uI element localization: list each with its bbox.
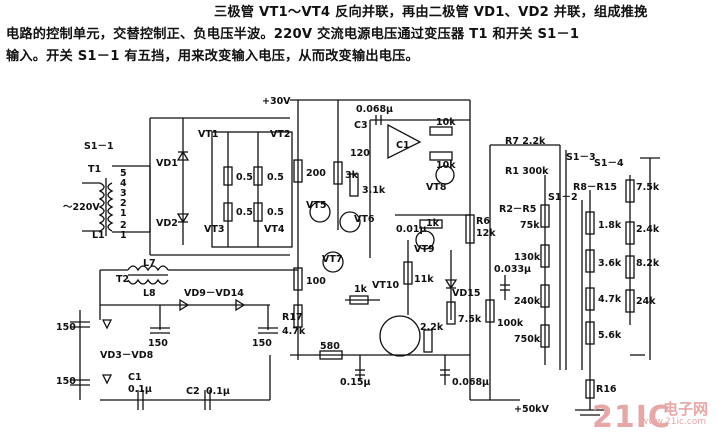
label-vt5: VT5 xyxy=(306,200,326,211)
t1-tap-label: 1 xyxy=(120,230,127,241)
label-240k: 240k xyxy=(514,296,541,307)
label-r200: 200 xyxy=(306,168,326,179)
label-r05d: 0.5 xyxy=(267,207,284,218)
description-paragraph: 三极管 VT1～VT4 反向并联，再由二极管 VD1、VD2 并联，组成推挽 电… xyxy=(6,2,712,68)
label-r8-r15: R8－R15 xyxy=(573,182,617,193)
label-s1-1: S1－1 xyxy=(84,141,114,152)
label-s4-2-4k: 2.4k xyxy=(636,224,660,235)
label-r580: 580 xyxy=(320,341,340,352)
label-r17: R17 xyxy=(282,312,303,323)
label-vt7: VT7 xyxy=(322,254,342,265)
label-r100: 100 xyxy=(306,276,326,287)
label-r1: R1 300k xyxy=(505,166,549,177)
label-c2: C2 xyxy=(186,386,200,397)
watermark-logo: 21IC 电子网 www.21ic.com xyxy=(592,400,712,440)
label-c1v: 0.1μ xyxy=(128,384,152,395)
label-vd2: VD2 xyxy=(156,218,178,229)
label-l1: L1 xyxy=(92,230,105,241)
label-130k: 130k xyxy=(514,252,541,263)
label-c3: C3 xyxy=(354,120,368,131)
label-cap150d: 150 xyxy=(56,376,76,387)
label-r4-7kb: 4.7k xyxy=(598,294,622,305)
label-r3k: 3k xyxy=(345,170,359,181)
label-r7-5k: 7.5k xyxy=(458,314,482,325)
label-c0033: 0.033μ xyxy=(494,264,531,275)
label-r05a: 0.5 xyxy=(236,172,253,183)
t1-tap-label: 4 xyxy=(120,178,127,189)
label-plus30v: +30V xyxy=(262,96,291,107)
label-vt2: VT2 xyxy=(270,129,290,140)
label-l8: L8 xyxy=(143,288,156,299)
label-r2-2k: 2.2k xyxy=(420,322,444,333)
label-r4-7k: 4.7k xyxy=(282,326,306,337)
label-r100k: 100k xyxy=(497,318,524,329)
label-vt6: VT6 xyxy=(354,214,375,225)
label-r05b: 0.5 xyxy=(236,207,253,218)
label-c0068b: 0.068μ xyxy=(452,377,489,388)
label-r5-6k: 5.6k xyxy=(598,330,622,341)
label-s4-7-5k: 7.5k xyxy=(636,182,660,193)
watermark-url: www.21ic.com xyxy=(640,417,706,427)
label-r1-8k: 1.8k xyxy=(598,220,622,231)
label-s4-8-2k: 8.2k xyxy=(636,258,660,269)
t1-tap-label: 3 xyxy=(120,188,127,199)
description-line-1: 三极管 VT1～VT4 反向并联，再由二极管 VD1、VD2 并联，组成推挽 xyxy=(214,5,648,20)
label-r12k: 12k xyxy=(476,228,496,239)
description-line-3: 输入。开关 S1－1 有五挡，用来改变输入电压，从而改变输出电压。 xyxy=(6,49,419,64)
label-vd15: VD15 xyxy=(452,288,480,299)
label-vd1: VD1 xyxy=(156,158,178,169)
t1-tap-label: 5 xyxy=(120,168,127,179)
label-vt8: VT8 xyxy=(426,182,447,193)
t1-tap-label: 2 xyxy=(120,220,127,231)
label-cap150a: 150 xyxy=(56,322,76,333)
label-r3-6k: 3.6k xyxy=(598,258,622,269)
watermark-cn: 电子网 xyxy=(662,400,708,418)
label-750k: 750k xyxy=(514,334,541,345)
label-c120: 120 xyxy=(350,148,370,159)
label-c0068: 0.068μ xyxy=(356,104,393,115)
label-r1k-a: 1k xyxy=(426,218,440,229)
label-vt9: VT9 xyxy=(414,244,434,255)
label-c001: 0.01μ xyxy=(396,224,426,235)
watermark-brand: 21IC xyxy=(592,400,671,435)
label-r05c: 0.5 xyxy=(267,172,284,183)
label-vt1: VT1 xyxy=(198,129,218,140)
label-r2-r5: R2－R5 xyxy=(499,204,536,215)
label-vt10: VT10 xyxy=(372,280,399,291)
label-r10k-b: 10k xyxy=(436,160,456,171)
label-r11k: 11k xyxy=(414,274,434,285)
label-r7: R7 2.2k xyxy=(505,136,546,147)
label-cap150c: 150 xyxy=(252,338,272,349)
label-t2: T2 xyxy=(116,274,129,285)
label-t1: T1 xyxy=(88,164,101,175)
label-l7: L7 xyxy=(143,258,156,269)
label-vt4: VT4 xyxy=(264,224,285,235)
label-ac-input: ～220V xyxy=(63,202,100,213)
label-s1-2: S1－2 xyxy=(548,192,578,203)
t1-tap-label: 1 xyxy=(120,208,127,219)
label-vt3: VT3 xyxy=(204,224,224,235)
label-s1-4: S1－4 xyxy=(594,158,624,169)
t1-tap-label: 2 xyxy=(120,198,127,209)
label-vd3-vd8: VD3－VD8 xyxy=(100,350,154,361)
label-s4-24k: 24k xyxy=(636,296,656,307)
label-r3-1k: 3.1k xyxy=(362,185,386,196)
label-c1: C1 xyxy=(128,372,142,383)
description-line-2: 电路的控制单元，交替控制正、负电压半波。220V 交流电源电压通过变压器 T1 … xyxy=(6,27,580,42)
label-c2v: 0.1μ xyxy=(206,386,230,397)
label-c015: 0.15μ xyxy=(340,377,370,388)
label-vd9-vd14: VD9－VD14 xyxy=(184,288,244,299)
label-75k: 75k xyxy=(520,220,540,231)
label-r6: R6 xyxy=(476,216,490,227)
label-r1k-b: 1k xyxy=(354,284,368,295)
label-r16: R16 xyxy=(596,384,617,395)
label-s1-3: S1－3 xyxy=(566,152,596,163)
label-plus50kv: +50kV xyxy=(514,404,549,415)
label-r10k-a: 10k xyxy=(436,117,456,128)
label-ic-c1: C1 xyxy=(396,140,410,151)
label-cap150b: 150 xyxy=(148,338,168,349)
